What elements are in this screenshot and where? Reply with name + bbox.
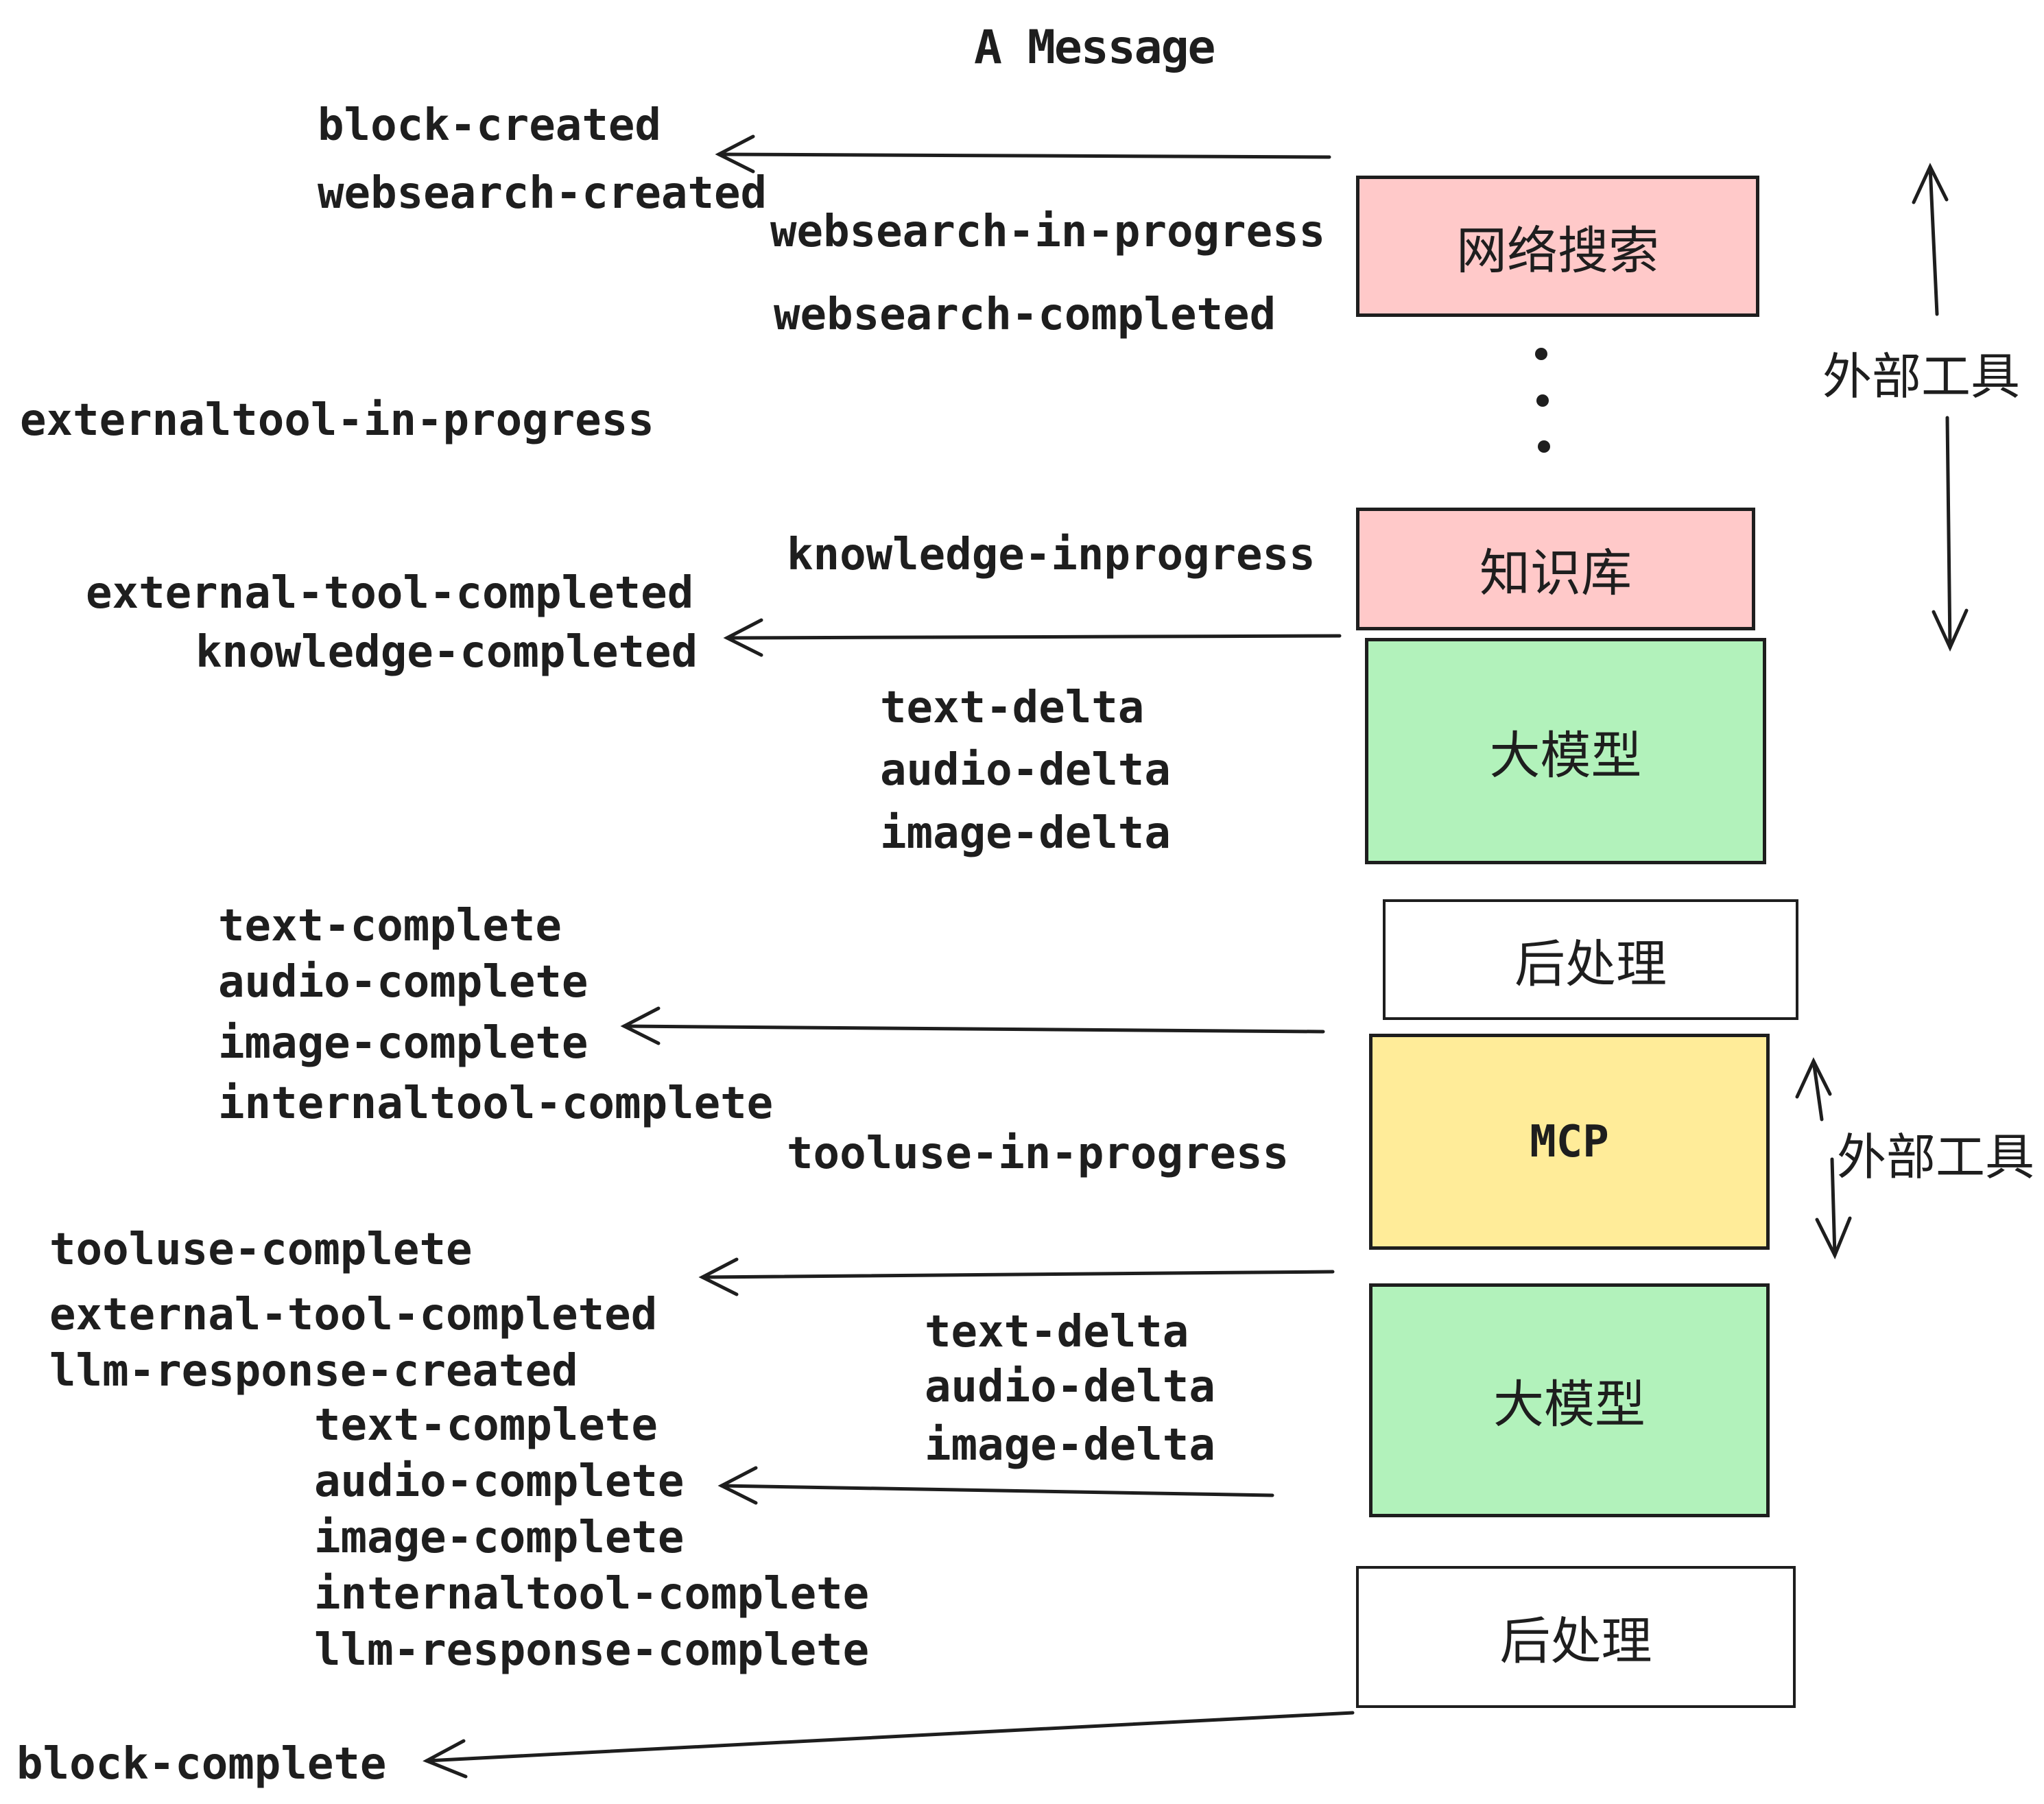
arrow-to-knowledge-completed: [723, 618, 1342, 657]
box-knowledge: 知识库: [1356, 508, 1755, 630]
event-audio-delta-2: audio-delta: [925, 1362, 1215, 1412]
event-tooluse-complete: tooluse-complete: [49, 1224, 473, 1275]
event-websearch-in-progress: websearch-in-progress: [770, 206, 1326, 257]
box-postprocess-2: 后处理: [1356, 1566, 1796, 1708]
event-text-delta-2: text-delta: [925, 1307, 1189, 1357]
event-tooluse-in-progress: tooluse-in-progress: [787, 1128, 1290, 1179]
box-knowledge-label: 知识库: [1479, 545, 1632, 602]
box-postprocess-1: 后处理: [1383, 899, 1798, 1020]
box-mcp: MCP: [1369, 1034, 1770, 1250]
external-tools-1-down-arrow: [1932, 416, 1969, 652]
box-llm-2-label: 大模型: [1493, 1376, 1645, 1433]
event-image-complete-1: image-complete: [218, 1018, 589, 1069]
box-llm-1-label: 大模型: [1489, 726, 1642, 784]
event-knowledge-inprogress: knowledge-inprogress: [787, 530, 1316, 580]
event-text-delta-1: text-delta: [880, 683, 1145, 733]
event-audio-complete-1: audio-complete: [218, 957, 589, 1008]
event-knowledge-completed: knowledge-completed: [195, 627, 698, 678]
ellipsis-dots: [1535, 348, 1550, 453]
arrow-to-block-created: [715, 134, 1331, 174]
event-image-delta-1: image-delta: [880, 808, 1171, 859]
event-text-complete-2: text-complete: [314, 1400, 658, 1451]
event-block-complete: block-complete: [16, 1739, 387, 1790]
external-tools-1-up-arrow: [1912, 163, 1949, 316]
diagram-title: A Message: [974, 21, 1215, 75]
event-llm-response-created: llm-response-created: [49, 1346, 578, 1397]
box-llm-1: 大模型: [1365, 638, 1766, 864]
external-tools-label-1: 外部工具: [1822, 350, 2021, 405]
event-websearch-completed: websearch-completed: [774, 289, 1276, 340]
arrow-to-block-complete: [423, 1711, 1355, 1779]
external-tools-2-up-arrow: [1795, 1057, 1832, 1121]
event-image-complete-2: image-complete: [314, 1512, 685, 1563]
event-external-tool-completed-2: external-tool-completed: [49, 1290, 658, 1340]
box-postprocess-1-label: 后处理: [1514, 935, 1667, 993]
event-audio-complete-2: audio-complete: [314, 1456, 685, 1507]
arrow-to-image-complete: [620, 1006, 1325, 1045]
external-tools-2-down-arrow: [1815, 1157, 1852, 1260]
event-llm-response-complete: llm-response-complete: [314, 1625, 870, 1676]
arrow-to-audio-complete: [717, 1466, 1274, 1505]
event-audio-delta-1: audio-delta: [880, 745, 1171, 796]
box-postprocess-2-label: 后处理: [1499, 1613, 1652, 1670]
event-internaltool-complete-2: internaltool-complete: [314, 1569, 870, 1619]
event-text-complete-1: text-complete: [218, 901, 562, 951]
event-websearch-created: websearch-created: [318, 168, 768, 219]
event-block-created: block-created: [318, 100, 661, 151]
box-websearch-label: 网络搜索: [1456, 222, 1659, 279]
event-image-delta-2: image-delta: [925, 1420, 1215, 1471]
box-websearch: 网络搜索: [1356, 176, 1759, 317]
box-mcp-label: MCP: [1530, 1116, 1609, 1167]
event-externaltool-in-progress: externaltool-in-progress: [20, 395, 654, 446]
external-tools-label-2: 外部工具: [1837, 1130, 2035, 1185]
arrow-to-tooluse-complete: [698, 1257, 1335, 1296]
box-llm-2: 大模型: [1369, 1283, 1770, 1517]
event-external-tool-completed-1: external-tool-completed: [86, 568, 694, 619]
event-internaltool-complete-1: internaltool-complete: [218, 1078, 774, 1129]
